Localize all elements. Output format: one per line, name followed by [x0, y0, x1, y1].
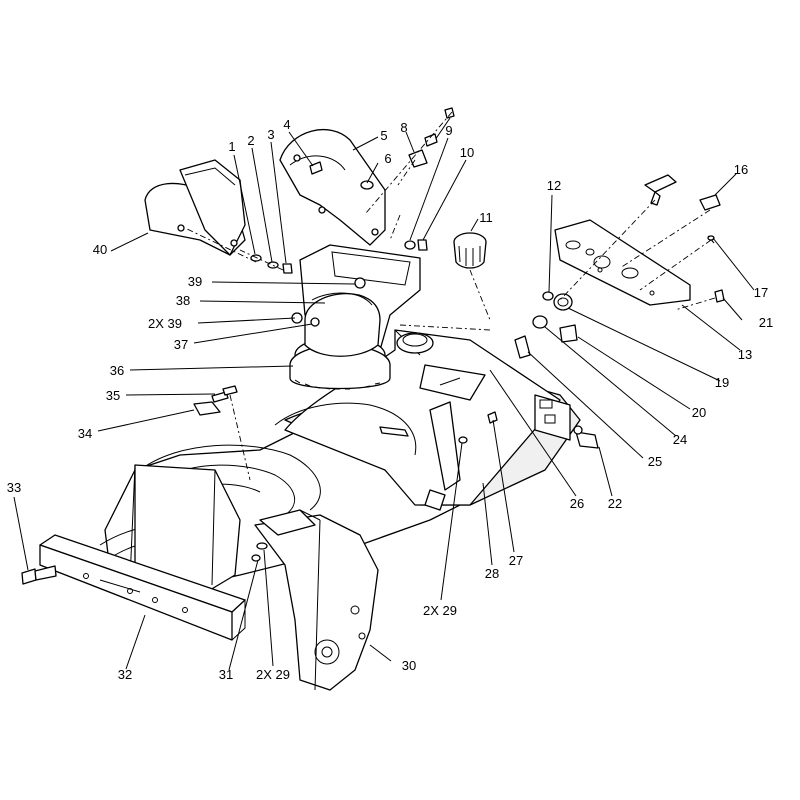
hardware-27-29: [458, 411, 498, 444]
knob-11: [453, 232, 487, 269]
callout-10: 10: [459, 145, 475, 160]
callout-38: 38: [175, 293, 191, 308]
callout-21: 21: [758, 315, 774, 330]
switch-cluster: [514, 291, 578, 359]
callout-8: 8: [400, 120, 408, 135]
callout-33: 33: [6, 480, 22, 495]
shroud-bracket: [259, 509, 316, 536]
callout-6: 6: [384, 151, 392, 166]
side-plate: [254, 509, 379, 691]
callout-26: 26: [569, 496, 585, 511]
callout-20: 20: [691, 405, 707, 420]
callout-2x29-upper: 2X 29: [423, 603, 457, 618]
callout-2: 2: [247, 133, 255, 148]
callout-11: 11: [479, 210, 493, 225]
callout-22: 22: [607, 496, 623, 511]
callout-30: 30: [401, 658, 417, 673]
callout-17: 17: [753, 285, 769, 300]
key-22: [573, 425, 599, 449]
callout-32: 32: [117, 667, 133, 682]
screw-17: [707, 235, 715, 244]
bolt-4: [309, 161, 323, 175]
callout-35: 35: [105, 388, 121, 403]
chute-deflector: [144, 159, 246, 256]
callout-2x29-lower: 2X 29: [256, 667, 290, 682]
chute-housing: [291, 277, 381, 357]
scraper-bar: [39, 534, 246, 641]
callout-36: 36: [109, 363, 125, 378]
dash-panel: [554, 219, 691, 306]
center-lines: [184, 111, 716, 481]
nut-10: [404, 239, 428, 251]
callout-28: 28: [484, 566, 500, 581]
callout-27: 27: [508, 553, 524, 568]
callout-12: 12: [546, 178, 562, 193]
callout-13: 13: [737, 347, 753, 362]
callout-25: 25: [647, 454, 663, 469]
callout-5: 5: [380, 128, 388, 143]
hardware-29-31: [251, 542, 268, 562]
handle-34-35: [193, 385, 238, 416]
callout-2x39: 2X 39: [148, 316, 182, 331]
bolt-33: [21, 565, 57, 585]
callout-19: 19: [714, 375, 730, 390]
chute-plate: [279, 128, 386, 246]
callout-3: 3: [267, 127, 275, 142]
shift-cable: [274, 402, 417, 456]
clip-21: [714, 289, 725, 303]
leader-lines: [13, 131, 755, 671]
callout-4: 4: [283, 117, 291, 132]
callout-39: 39: [187, 274, 203, 289]
callout-34: 34: [77, 426, 93, 441]
callout-24: 24: [672, 432, 688, 447]
callout-1: 1: [228, 139, 236, 154]
callout-37: 37: [173, 337, 189, 352]
callout-16: 16: [733, 162, 749, 177]
chute-ring-gear: [289, 344, 391, 390]
cap-6: [360, 180, 374, 190]
key-16: [644, 174, 721, 211]
callout-31: 31: [218, 667, 234, 682]
callout-40: 40: [92, 242, 108, 257]
callout-9: 9: [445, 123, 453, 138]
